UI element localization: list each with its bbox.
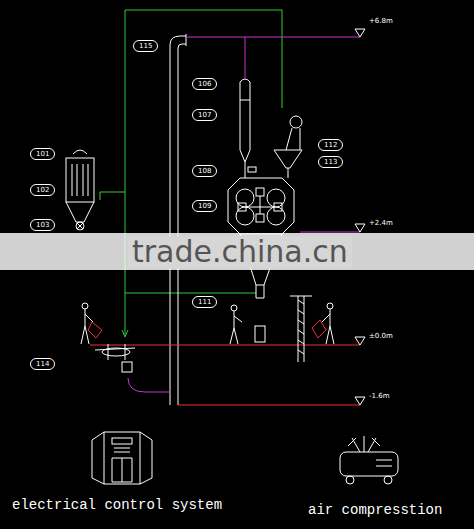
material-bag	[88, 320, 326, 338]
screw-feeder	[290, 296, 312, 362]
operator-figure	[81, 303, 334, 344]
equipment-caption: air compresstion	[308, 502, 442, 518]
callout-number: 113	[318, 156, 343, 168]
watermark: trade.china.cn	[128, 236, 352, 268]
callout-number: 103	[30, 219, 55, 231]
callout-number: 111	[192, 296, 217, 308]
callout-number: 101	[30, 148, 55, 160]
level-line	[90, 345, 360, 405]
level-label: +6.8m	[368, 17, 394, 26]
watermark-band	[0, 233, 474, 270]
level-label: -1.6m	[368, 392, 390, 401]
equipment-caption: electrical control system	[12, 497, 222, 513]
electrical-cabinet	[92, 432, 152, 484]
dust-collector	[66, 150, 94, 230]
small-mixer	[95, 344, 135, 372]
conveying-line	[128, 37, 360, 392]
level-mark	[355, 29, 365, 405]
callout-number: 108	[192, 165, 217, 177]
callout-number: 112	[318, 139, 343, 151]
callout-number: 106	[192, 78, 217, 90]
callout-number: 102	[30, 184, 55, 196]
callout-number: 107	[192, 109, 217, 121]
level-label: ±0.0m	[368, 332, 394, 341]
cyclone-column	[240, 79, 256, 178]
air-line	[100, 10, 282, 337]
callout-number: 115	[133, 40, 158, 52]
callout-number: 114	[30, 358, 55, 370]
feed-hopper	[274, 116, 302, 178]
riser-pipe	[170, 34, 186, 405]
air-compressor	[340, 436, 398, 484]
callout-number: 109	[192, 200, 217, 212]
level-label: +2.4m	[368, 219, 394, 228]
